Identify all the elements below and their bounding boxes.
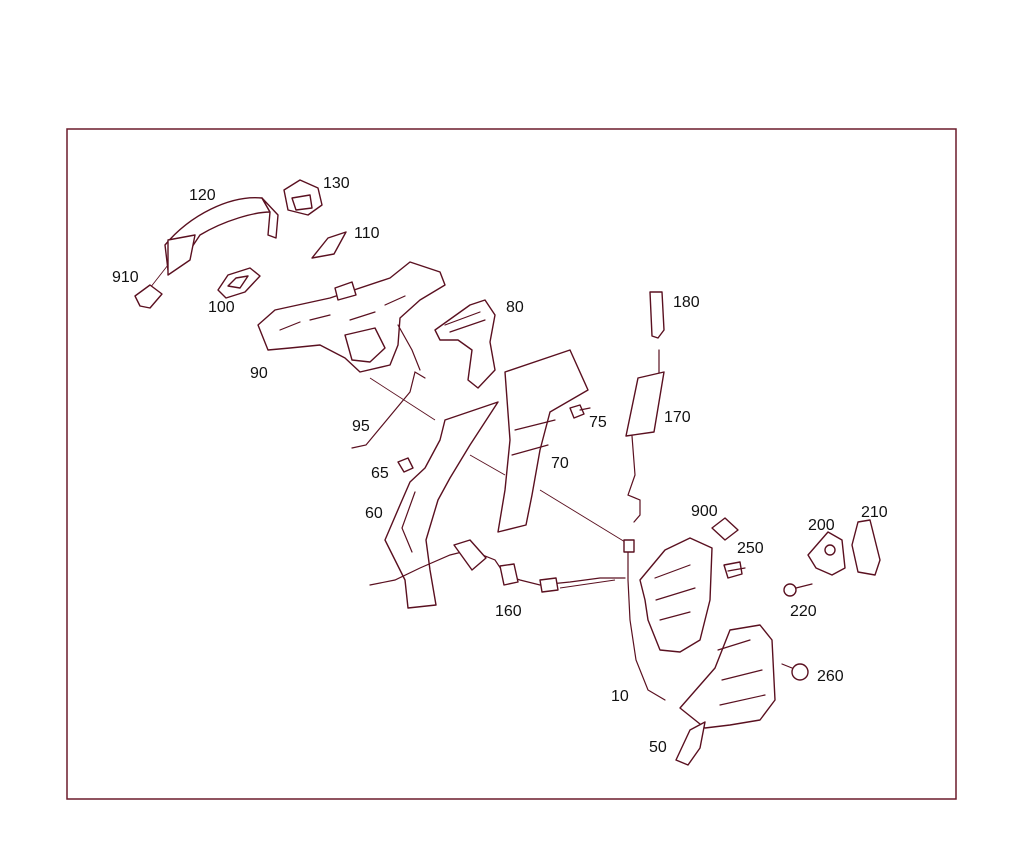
part-90-handle-carrier (257, 261, 446, 373)
part-170-actuator (625, 349, 665, 523)
callout-210: 210 (861, 504, 888, 521)
part-200-striker (807, 531, 846, 576)
callout-110: 110 (354, 225, 380, 242)
callout-900: 900 (691, 503, 718, 520)
callout-65: 65 (371, 465, 389, 482)
part-110-gasket (311, 231, 347, 259)
part-210-plate (851, 519, 881, 576)
part-80-bracket (434, 299, 496, 389)
assembly-lines (369, 377, 631, 589)
part-120-door-handle (149, 197, 279, 289)
callout-70: 70 (551, 455, 569, 472)
part-900-sensor (711, 517, 739, 541)
part-65-clip (397, 457, 414, 473)
part-160-cable (369, 539, 626, 593)
callout-120: 120 (189, 187, 216, 204)
callout-90: 90 (250, 365, 268, 382)
part-50-bracket (675, 624, 776, 766)
callout-60: 60 (365, 505, 383, 522)
part-220-bolt (783, 583, 813, 597)
part-70-panel (497, 349, 589, 533)
callout-180: 180 (673, 294, 700, 311)
part-250-screw (723, 561, 746, 579)
callout-100: 100 (208, 299, 235, 316)
part-100-gasket (217, 267, 261, 299)
callout-220: 220 (790, 603, 817, 620)
callout-170: 170 (664, 409, 691, 426)
part-10-door-lock (623, 537, 713, 701)
callout-910: 910 (112, 269, 139, 286)
callout-260: 260 (817, 668, 844, 685)
part-910-clip (134, 284, 163, 309)
part-260-bolt (781, 663, 809, 681)
part-130-handle-cap (283, 179, 323, 216)
callout-160: 160 (495, 603, 522, 620)
callout-10: 10 (611, 688, 629, 705)
callout-75: 75 (589, 414, 607, 431)
callout-200: 200 (808, 517, 835, 534)
callout-95: 95 (352, 418, 370, 435)
part-60-cover (384, 401, 499, 609)
part-95-rod (351, 371, 426, 449)
part-180-cap (649, 291, 665, 339)
callout-50: 50 (649, 739, 667, 756)
callout-130: 130 (323, 175, 350, 192)
part-75-bolt (569, 404, 591, 419)
callout-80: 80 (506, 299, 524, 316)
diagram-frame (66, 128, 957, 800)
callout-250: 250 (737, 540, 764, 557)
